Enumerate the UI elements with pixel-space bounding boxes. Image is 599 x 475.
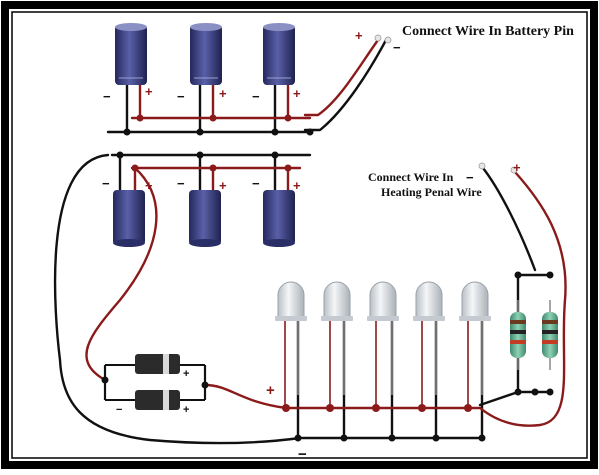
led-5	[459, 281, 491, 408]
diode-bridge	[103, 354, 207, 410]
capacitor-bank-bottom	[113, 190, 295, 247]
cap5-plus-sign: +	[219, 178, 227, 193]
heater-minus-sign: −	[466, 170, 474, 185]
cap6-plus-sign: +	[293, 178, 301, 193]
capacitor-3	[263, 23, 295, 85]
led-rail-minus-sign: −	[298, 446, 307, 463]
capacitor-2	[190, 23, 222, 85]
diode1-minus-sign: −	[116, 368, 122, 380]
cap4-plus-sign: +	[145, 178, 153, 193]
polarity-signs: + − − + − + − + − + − + − + − + − + − + …	[102, 28, 521, 463]
junctions	[101, 114, 554, 442]
positive-wires	[85, 38, 567, 427]
cap5-minus-sign: −	[177, 176, 185, 191]
diode2-minus-sign: −	[116, 404, 122, 416]
heater-positive-wire	[478, 170, 567, 427]
capacitor-6	[263, 190, 295, 247]
inner-frame	[11, 11, 588, 459]
heating-label-line1: Connect Wire In	[368, 170, 454, 184]
capacitor-1	[115, 23, 147, 85]
led-1	[275, 281, 307, 408]
resistor-1	[510, 300, 526, 370]
diode-1	[135, 354, 180, 374]
battery-negative-wire	[303, 38, 388, 132]
capacitor-bank-top	[115, 23, 295, 85]
cap4-minus-sign: −	[102, 176, 110, 191]
cap1-minus-sign: −	[103, 89, 111, 104]
battery-positive-wire	[303, 38, 380, 117]
battery-label: Connect Wire In Battery Pin	[402, 24, 574, 39]
diode-2	[135, 390, 180, 410]
cap2-minus-sign: −	[177, 89, 185, 104]
capacitor-5	[189, 190, 221, 247]
terminals	[374, 34, 518, 174]
led-array	[275, 281, 491, 408]
resistor-pair	[510, 300, 558, 370]
led-rail-plus-sign: +	[266, 382, 275, 399]
diode1-plus-sign: +	[183, 368, 189, 380]
led-4	[413, 281, 445, 408]
heater-plus-sign: +	[513, 160, 521, 175]
cap3-minus-sign: −	[252, 89, 260, 104]
diode-feed-wire	[85, 166, 158, 382]
resistor-2	[542, 300, 558, 370]
diode2-plus-sign: +	[183, 404, 189, 416]
battery-plus-sign: +	[355, 28, 363, 43]
led-2	[321, 281, 353, 408]
led-3	[367, 281, 399, 408]
cap2-plus-sign: +	[219, 86, 227, 101]
cap3-plus-sign: +	[293, 86, 301, 101]
capacitor-4	[113, 190, 145, 247]
cap1-plus-sign: +	[145, 84, 153, 99]
cap6-minus-sign: −	[252, 176, 260, 191]
battery-minus-sign: −	[393, 40, 401, 55]
heating-label-line2: Heating Penal Wire	[381, 185, 482, 199]
left-return-wire	[53, 153, 302, 445]
